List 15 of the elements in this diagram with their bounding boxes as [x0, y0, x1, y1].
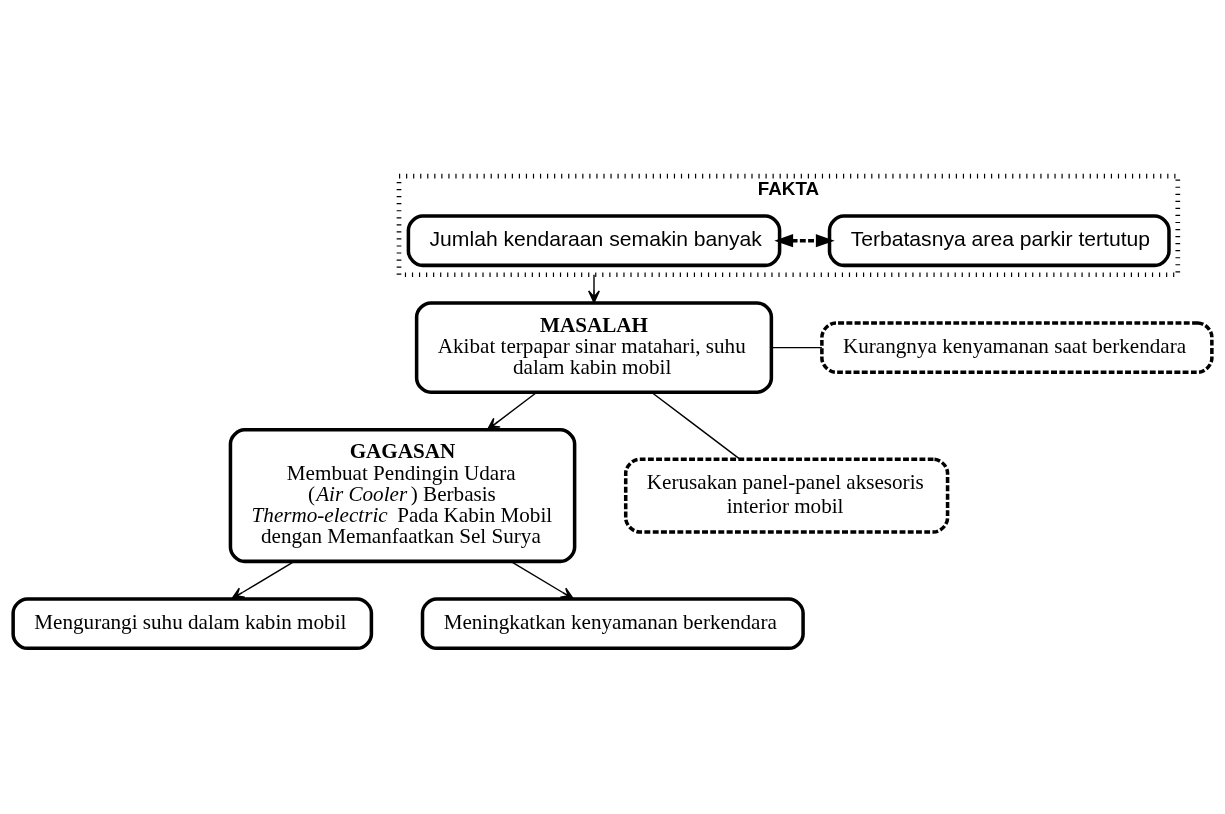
connector [651, 391, 741, 460]
node-box: MASALAH Akibat terpapar sinar matahari, suhu dalam kabin mobil [414, 300, 774, 394]
arrow [774, 233, 835, 247]
node-box: Kurangnya kenyamanan saat berkendara [820, 320, 1214, 374]
arrow [231, 560, 296, 599]
arrow [510, 560, 574, 599]
node-box: GAGASAN Membuat Pendingin Udara (Air Cooler) Berbasis Thermo-electric Pada Kabin Mobil dengan Memanfaatkan Sel Surya [228, 427, 577, 563]
node-box: Kerusakan panel-panel aksesoris interior mobil [623, 456, 950, 534]
connector [770, 346, 823, 348]
arrow [588, 273, 600, 303]
arrow [486, 391, 538, 430]
node-box: Jumlah kendaraan semakin banyak [406, 213, 782, 267]
node-box: Terbatasnya area parkir tertutup [827, 213, 1171, 267]
node-box: Mengurangi suhu dalam kabin mobil [11, 596, 374, 650]
node-box: Meningkatkan kenyamanan berkendara [420, 596, 805, 650]
